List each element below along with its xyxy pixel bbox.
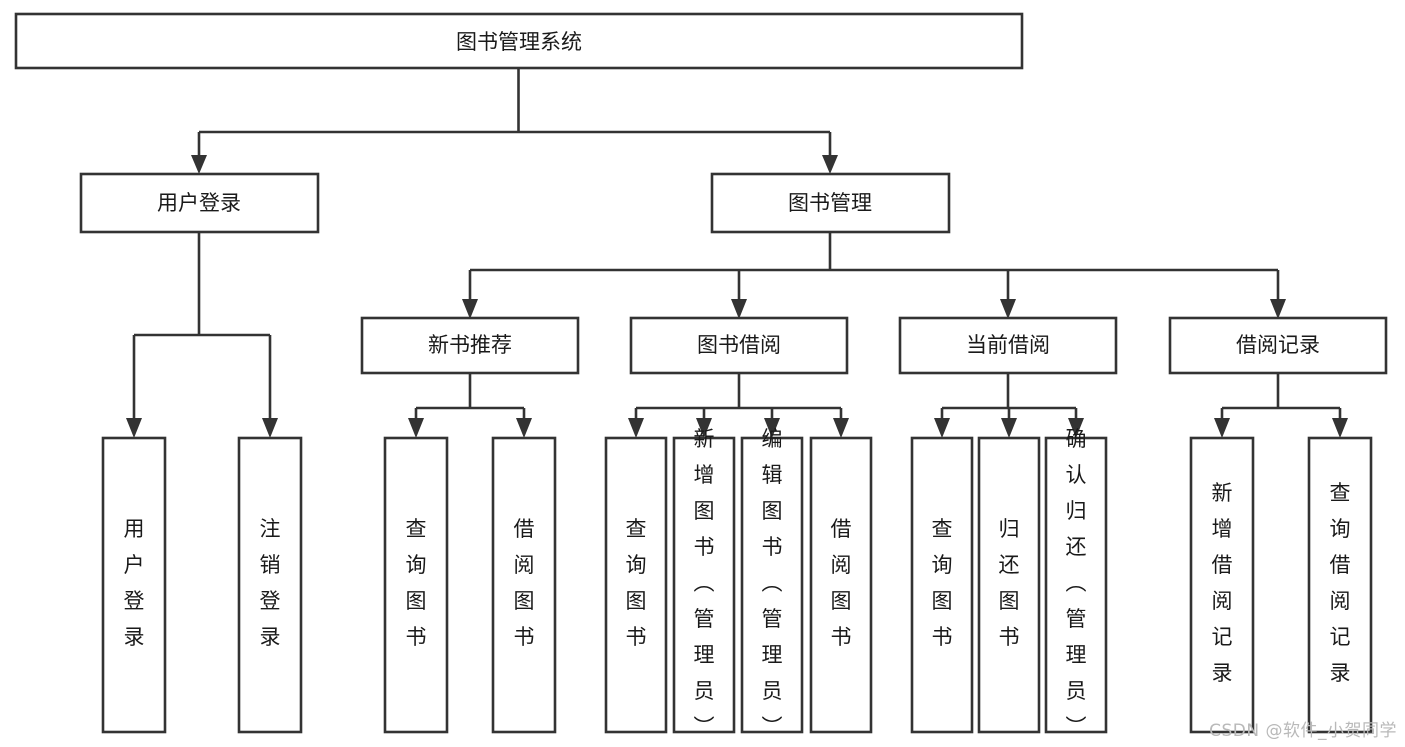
arrow-borrow-to-leaf3 — [764, 418, 780, 438]
arrow-root-to-user-login — [191, 155, 207, 174]
node-user-login-label: 用户登录 — [157, 191, 241, 215]
leaf-borrow-borrow-box[interactable] — [809, 436, 873, 734]
node-new-book-box[interactable] — [360, 316, 580, 375]
arrow-borrow-to-leaf4 — [833, 418, 849, 438]
leaf-current-return[interactable]: 归还图书 — [977, 436, 1041, 734]
node-book-mgmt-box[interactable] — [710, 172, 951, 234]
leaf-borrow-edit-label: 编辑图书︵管理员︶ — [762, 427, 783, 739]
leaf-current-confirm-label: 确认归还︵管理员︶ — [1066, 427, 1087, 739]
leaf-borrow-edit[interactable]: 编辑图书︵管理员︶ — [740, 427, 804, 739]
leaf-user-login-label: 用户登录 — [124, 517, 145, 649]
node-user-login-box[interactable] — [79, 172, 320, 234]
leaf-current-confirm[interactable]: 确认归还︵管理员︶ — [1044, 427, 1108, 739]
node-borrow-record-label: 借阅记录 — [1236, 333, 1320, 357]
node-root-box[interactable] — [14, 12, 1024, 70]
arrow-record-to-leaf1 — [1214, 418, 1230, 438]
node-new-book[interactable]: 新书推荐 — [360, 316, 580, 375]
arrow-new-book-to-leaf1 — [408, 418, 424, 438]
arrow-user-login-to-leaf2 — [262, 418, 278, 438]
leaf-borrow-borrow-label: 借阅图书 — [831, 517, 852, 649]
leaf-current-query-box[interactable] — [910, 436, 974, 734]
leaf-newbook-borrow[interactable]: 借阅图书 — [491, 436, 557, 734]
arrow-current-to-leaf2 — [1001, 418, 1017, 438]
arrow-book-mgmt-to-current — [1000, 299, 1016, 319]
node-current-borrow[interactable]: 当前借阅 — [898, 316, 1118, 375]
leaf-borrow-query[interactable]: 查询图书 — [604, 436, 668, 734]
node-user-login[interactable]: 用户登录 — [79, 172, 320, 234]
arrow-book-mgmt-to-record — [1270, 299, 1286, 319]
leaf-newbook-query[interactable]: 查询图书 — [383, 436, 449, 734]
node-root[interactable]: 图书管理系统 — [14, 12, 1024, 70]
leaf-borrow-add-box[interactable] — [672, 436, 736, 734]
leaf-user-login[interactable]: 用户登录 — [101, 436, 167, 734]
leaf-current-return-box[interactable] — [977, 436, 1041, 734]
arrow-record-to-leaf2 — [1332, 418, 1348, 438]
arrow-borrow-to-leaf1 — [628, 418, 644, 438]
leaf-current-return-label: 归还图书 — [999, 517, 1020, 649]
leaf-borrow-query-label: 查询图书 — [626, 517, 647, 649]
leaf-newbook-borrow-label: 借阅图书 — [514, 517, 535, 649]
leaf-user-login-box[interactable] — [101, 436, 167, 734]
node-book-borrow-box[interactable] — [629, 316, 849, 375]
leaf-newbook-query-label: 查询图书 — [406, 517, 427, 649]
leaf-record-add-box[interactable] — [1189, 436, 1255, 734]
arrow-book-mgmt-to-borrow — [731, 299, 747, 319]
node-root-label: 图书管理系统 — [456, 30, 582, 54]
leaf-current-query-label: 查询图书 — [932, 517, 953, 649]
leaf-borrow-query-box[interactable] — [604, 436, 668, 734]
leaf-logout-label: 注销登录 — [260, 517, 281, 649]
node-book-mgmt-label: 图书管理 — [788, 191, 872, 215]
node-book-borrow[interactable]: 图书借阅 — [629, 316, 849, 375]
leaf-borrow-borrow[interactable]: 借阅图书 — [809, 436, 873, 734]
node-current-borrow-label: 当前借阅 — [966, 333, 1050, 357]
arrow-current-to-leaf1 — [934, 418, 950, 438]
leaf-logout-box[interactable] — [237, 436, 303, 734]
leaf-record-query-label: 查询借阅记录 — [1330, 481, 1351, 685]
arrow-root-to-book-mgmt — [822, 155, 838, 174]
node-book-mgmt[interactable]: 图书管理 — [710, 172, 951, 234]
node-current-borrow-box[interactable] — [898, 316, 1118, 375]
connectors — [126, 68, 1348, 438]
leaf-borrow-add-label: 新增图书︵管理员︶ — [694, 427, 715, 739]
node-borrow-record-box[interactable] — [1168, 316, 1388, 375]
leaf-record-query-box[interactable] — [1307, 436, 1373, 734]
node-borrow-record[interactable]: 借阅记录 — [1168, 316, 1388, 375]
leaf-current-confirm-box[interactable] — [1044, 436, 1108, 734]
leaf-newbook-query-box[interactable] — [383, 436, 449, 734]
leaf-borrow-add[interactable]: 新增图书︵管理员︶ — [672, 427, 736, 739]
arrow-book-mgmt-to-new-book — [462, 299, 478, 319]
arrow-new-book-to-leaf2 — [516, 418, 532, 438]
leaf-record-add-label: 新增借阅记录 — [1212, 481, 1233, 685]
leaf-borrow-edit-box[interactable] — [740, 436, 804, 734]
arrow-borrow-to-leaf2 — [696, 418, 712, 438]
leaf-current-query[interactable]: 查询图书 — [910, 436, 974, 734]
leaf-record-query[interactable]: 查询借阅记录 — [1307, 436, 1373, 734]
leaf-logout[interactable]: 注销登录 — [237, 436, 303, 734]
leaf-record-add[interactable]: 新增借阅记录 — [1189, 436, 1255, 734]
node-new-book-label: 新书推荐 — [428, 333, 512, 357]
arrow-current-to-leaf3 — [1068, 418, 1084, 438]
watermark: CSDN @软件_小贺同学 — [1209, 721, 1397, 741]
arrow-user-login-to-leaf1 — [126, 418, 142, 438]
leaf-newbook-borrow-box[interactable] — [491, 436, 557, 734]
node-book-borrow-label: 图书借阅 — [697, 333, 781, 357]
